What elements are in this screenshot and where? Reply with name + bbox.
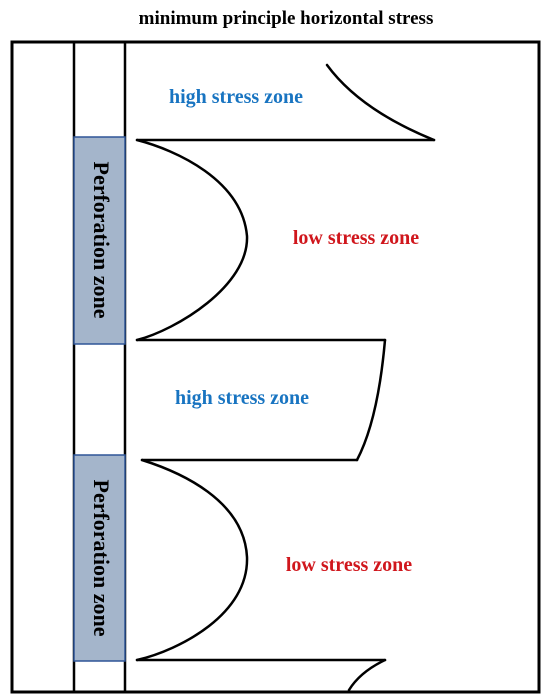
- perforation-zone-lower: [73, 454, 126, 662]
- stress-curve-low-zone-1: [135, 138, 249, 342]
- high-stress-zone-label-1: high stress zone: [169, 86, 303, 108]
- low-stress-zone-label-2: low stress zone: [286, 554, 412, 576]
- stress-curve-low-zone-2: [135, 458, 249, 662]
- outer-frame: [10, 40, 541, 694]
- stress-curve-high-zone-2: [355, 338, 387, 462]
- perforation-label-upper: Perforation zone: [89, 162, 114, 319]
- perforation-zone-upper: [73, 136, 126, 345]
- low-stress-zone-label-1: low stress zone: [293, 227, 419, 249]
- perforation-label-lower: Perforation zone: [89, 480, 114, 637]
- diagram-title: minimum principle horizontal stress: [139, 8, 434, 29]
- high-stress-zone-label-2: high stress zone: [175, 387, 309, 409]
- stress-curve-bottom-tail: [347, 658, 387, 692]
- stress-curve-top-tail: [325, 63, 436, 142]
